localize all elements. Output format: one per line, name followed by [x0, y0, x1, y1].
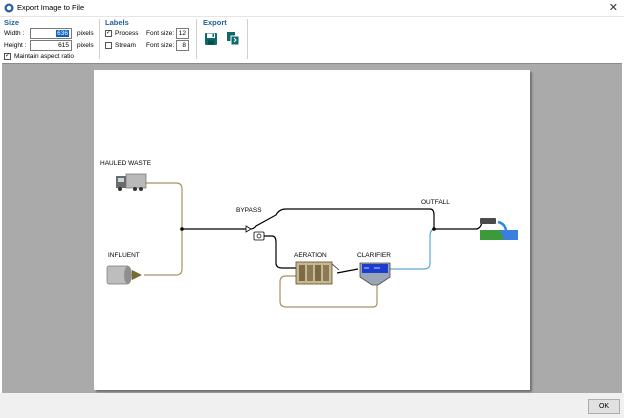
title-bar: Export Image to File ✕ [0, 0, 624, 17]
splitter-icon [253, 231, 265, 241]
aspect-ratio-checkbox[interactable]: ✓ [4, 53, 11, 60]
divider [196, 19, 197, 59]
outfall-icon [480, 218, 518, 240]
bypass-label: BYPASS [236, 207, 262, 214]
preview-paper: HAULED WASTE INFLUENT BYPASS AERATION CL… [94, 70, 530, 390]
preview-area: HAULED WASTE INFLUENT BYPASS AERATION CL… [2, 63, 622, 393]
influent-pipe-icon [106, 265, 142, 285]
save-icon[interactable] [204, 32, 218, 46]
height-label: Height : [4, 42, 27, 49]
window-title: Export Image to File [17, 3, 85, 12]
copy-icon[interactable] [226, 31, 240, 46]
clarifier-icon [359, 262, 391, 286]
process-font-label: Font size: [146, 30, 175, 37]
outfall-label: OUTFALL [421, 199, 450, 206]
pipe-to-aeration [262, 235, 298, 269]
pipe-influent [144, 229, 183, 276]
aeration-tank-icon [295, 261, 340, 285]
process-label: Process [115, 30, 139, 37]
process-diagram: HAULED WASTE INFLUENT BYPASS AERATION CL… [100, 160, 518, 308]
stream-checkbox[interactable] [105, 42, 112, 49]
hauled-waste-label: HAULED WASTE [100, 160, 152, 167]
process-checkbox[interactable]: ✓ [105, 30, 112, 37]
footer-bar [0, 393, 624, 418]
influent-label: INFLUENT [108, 252, 140, 259]
clarifier-label: CLARIFIER [357, 252, 391, 259]
divider [247, 19, 248, 59]
stream-font-input[interactable]: 8 [176, 40, 189, 51]
stream-font-label: Font size: [146, 42, 175, 49]
divider [99, 19, 100, 59]
app-icon [4, 3, 14, 13]
ribbon: Size Width : 636 pixels Height : 615 pix… [0, 17, 624, 63]
pipe-bypass [249, 208, 435, 230]
pipe-to-clarifier [336, 268, 359, 274]
height-input[interactable]: 615 [30, 40, 72, 51]
width-label: Width : [4, 30, 25, 37]
ok-button[interactable]: OK [588, 399, 620, 414]
truck-icon [116, 173, 147, 191]
aspect-ratio-label: Maintain aspect ratio [14, 53, 74, 60]
height-unit: pixels [77, 42, 94, 49]
stream-label: Stream [115, 42, 136, 49]
pipe-return-sludge [279, 275, 378, 308]
process-font-input[interactable]: 12 [176, 28, 189, 39]
labels-group-title: Labels [105, 18, 129, 27]
aeration-label: AERATION [294, 252, 327, 259]
pipe-effluent [390, 228, 435, 270]
pipe-hauled-waste [144, 182, 183, 229]
export-group-title: Export [203, 18, 227, 27]
pipe-outfall [434, 220, 485, 230]
width-input[interactable]: 636 [30, 28, 72, 39]
close-icon[interactable]: ✕ [608, 2, 618, 14]
size-group-title: Size [4, 18, 20, 27]
width-unit: pixels [77, 30, 94, 37]
